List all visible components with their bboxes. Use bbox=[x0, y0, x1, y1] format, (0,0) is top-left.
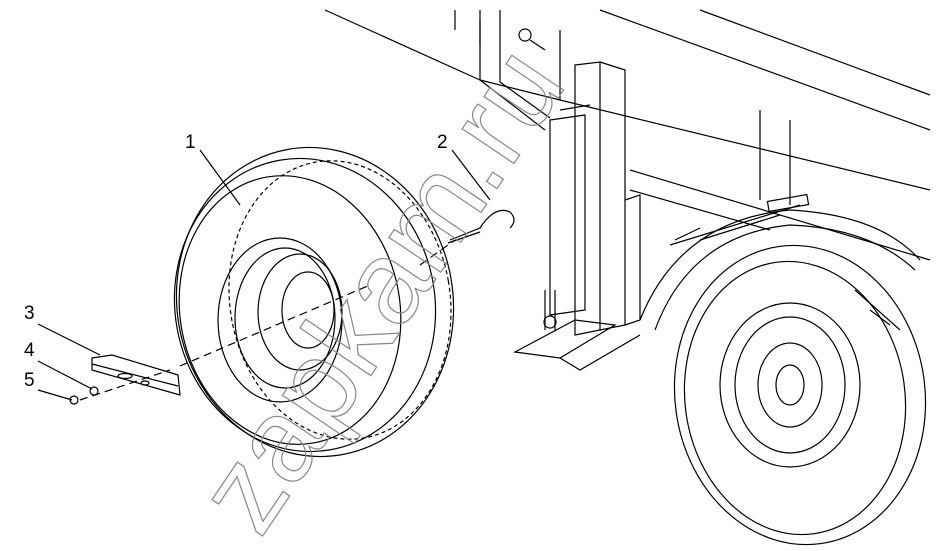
callout-1: 1 bbox=[185, 132, 196, 153]
callout-3: 3 bbox=[24, 303, 35, 324]
wheel-1 bbox=[173, 146, 455, 458]
watermark: zapkam.ru bbox=[172, 24, 589, 551]
bracket-3 bbox=[91, 354, 181, 396]
trailer-frame bbox=[324, 9, 931, 261]
leader-lines bbox=[37, 149, 491, 401]
installed-wheel bbox=[639, 193, 927, 546]
jack-stand bbox=[513, 61, 641, 371]
callout-4: 4 bbox=[24, 340, 35, 361]
callout-5: 5 bbox=[24, 370, 35, 391]
assembly-axis bbox=[79, 239, 456, 401]
callout-2: 2 bbox=[437, 132, 448, 153]
